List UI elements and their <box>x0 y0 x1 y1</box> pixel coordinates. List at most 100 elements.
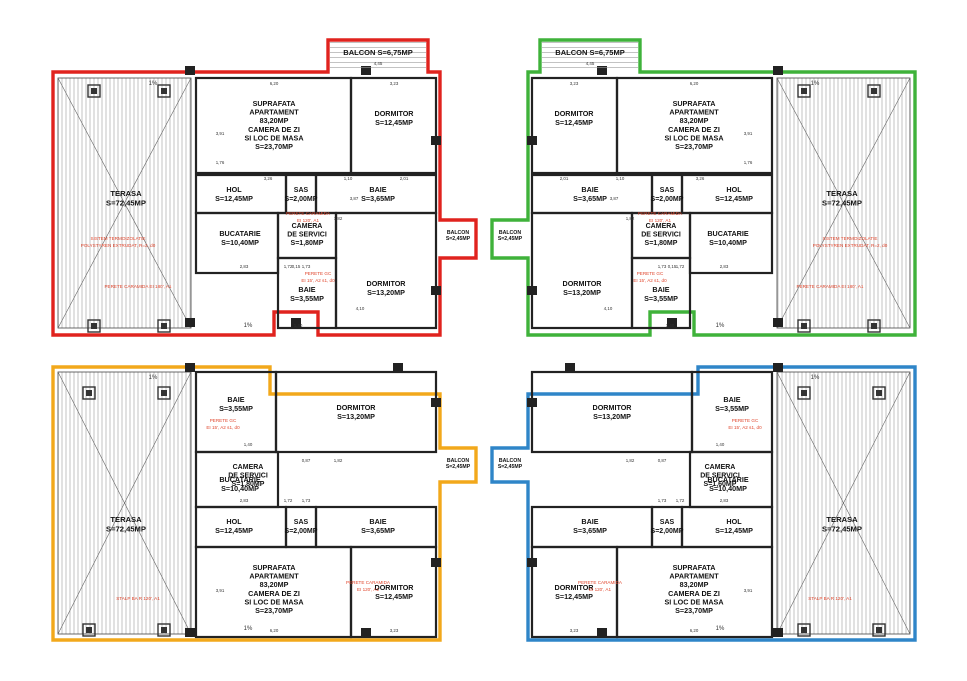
structural-column <box>565 363 575 372</box>
room-label-bucatarie-line: BUCATARIE <box>219 475 260 484</box>
room-wall <box>530 545 619 639</box>
dimension-label: 1,82 <box>626 216 635 221</box>
room-label-dormitor-small-line: DORMITOR <box>375 109 415 118</box>
dimension-label: 1,40 <box>666 323 675 328</box>
wall-note: EI 120', A1 <box>649 218 672 223</box>
room-label-camera-servici-line: DE SERVICI <box>700 473 740 480</box>
room-label-dormitor-small-line: S=12,45MP <box>375 592 413 601</box>
terrace-pad-core <box>91 323 97 329</box>
terrace-pad-core <box>161 390 167 396</box>
dimension-label: 3,87 <box>610 196 619 201</box>
room-label-suprafata-line: SUPRAFATA <box>673 563 716 572</box>
dimension-label: 1,73 <box>302 498 311 503</box>
wall-note: EI 120', A1 <box>357 587 380 592</box>
dimension-label: 3,87 <box>350 196 359 201</box>
room-label-sas-line: SAS <box>660 519 675 526</box>
room-label-suprafata-line: SI LOC DE MASA <box>244 133 303 142</box>
apartment-outline <box>490 38 917 337</box>
dimension-label: 1,72 <box>676 498 685 503</box>
dimension-label: 4,10 <box>604 306 613 311</box>
wall-note: PERETE GC <box>732 418 759 423</box>
structural-column <box>667 318 677 327</box>
room-label-terasa-line: TERASA <box>110 189 142 198</box>
dimension-label: 3,91 <box>216 588 225 593</box>
terrace-pad <box>797 623 811 637</box>
room-label-terasa-line: TERASA <box>826 515 858 524</box>
dimension-label: 1,40 <box>716 442 725 447</box>
room-label-camera-servici-line: DE SERVICI <box>228 473 268 480</box>
slope-percent: 1% <box>244 626 253 632</box>
terrace-pad-core <box>871 323 877 329</box>
room-label-suprafata-line: S=23,70MP <box>675 606 713 615</box>
dimension-label: 1,40 <box>294 323 303 328</box>
room-label-camera-servici-line: S=1,80MP <box>232 481 265 488</box>
room-label-camera-servici-line: S=1,80MP <box>645 240 678 247</box>
terrace-pad-core <box>161 88 167 94</box>
room-label-dormitor-small-line: DORMITOR <box>555 583 595 592</box>
dimension-label: 4,45 <box>374 61 383 66</box>
room-label-terasa-line: S=72,45MP <box>106 525 146 534</box>
dimension-label: 0,87 <box>302 458 311 463</box>
room-label-sas-line: S=2,00MP <box>285 528 318 535</box>
room-label-sas-line: S=2,00MP <box>285 196 318 203</box>
terrace-pad-core <box>876 390 882 396</box>
structural-column <box>773 363 783 372</box>
dimension-label: 1,76 <box>216 160 225 165</box>
wall-note: PERETE GC <box>305 271 332 276</box>
room-label-hol-line: S=12,45MP <box>715 526 753 535</box>
room-label-bucatarie-line: BUCATARIE <box>707 229 748 238</box>
terrace-slope-line <box>776 77 911 329</box>
terrace-pad <box>157 84 171 98</box>
dimension-label: 1,72 <box>284 264 293 269</box>
room-label-terasa-line: TERASA <box>110 515 142 524</box>
balcony-hatch <box>330 42 426 70</box>
room-label-baie-a-line: S=3,65MP <box>573 526 607 535</box>
room-label-camera-servici-line: CAMERA <box>233 464 264 471</box>
room-label-suprafata-line: CAMERA DE ZI <box>248 125 300 134</box>
structural-column <box>185 363 195 372</box>
structural-column <box>773 318 783 327</box>
room-label-dormitor-large-line: DORMITOR <box>337 403 377 412</box>
structural-column <box>527 286 537 295</box>
wall-note: EI 15', A2 s1, d0 <box>633 278 667 283</box>
terrace-pad <box>82 386 96 400</box>
terrace-pad-core <box>161 627 167 633</box>
room-label-suprafata-line: 83,20MP <box>680 580 709 589</box>
dimension-label: 2,83 <box>240 498 249 503</box>
wall-note: POLYSTYREN EXTRUDAT, R=2, d0 <box>813 243 888 248</box>
room-label-hol-line: HOL <box>726 185 742 194</box>
terrace-pad <box>872 623 886 637</box>
dimension-label: 2,01 <box>560 176 569 181</box>
room-wall <box>530 211 634 330</box>
room-label-balcon-side-line: BALCON <box>499 230 521 236</box>
room-label-hol-line: S=12,45MP <box>215 194 253 203</box>
structural-column <box>361 66 371 75</box>
room-label-hol-line: HOL <box>226 185 242 194</box>
room-label-sas-line: SAS <box>660 187 675 194</box>
room-label-baie-a-line: BAIE <box>369 185 386 194</box>
structural-column <box>597 66 607 75</box>
structural-column <box>527 558 537 567</box>
dimension-label: 3,23 <box>570 81 579 86</box>
dimension-label: 2,83 <box>720 264 729 269</box>
structural-column <box>527 398 537 407</box>
room-label-hol-line: HOL <box>726 517 742 526</box>
terrace-slope-line <box>776 371 911 635</box>
